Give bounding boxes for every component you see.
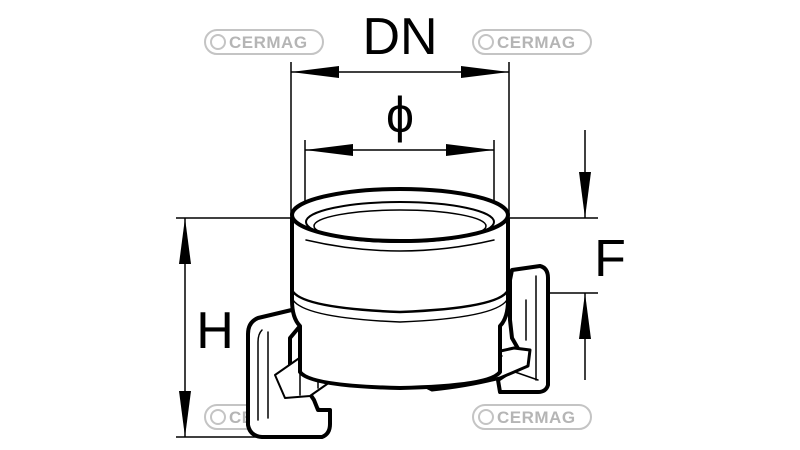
watermark-logo-icon <box>210 409 226 425</box>
coupling-part <box>246 187 550 439</box>
dn-label: DN <box>362 8 437 66</box>
dimension-arrowheads <box>179 66 591 437</box>
diameter-label: ϕ <box>386 87 414 143</box>
f-label: F <box>594 230 626 288</box>
watermark-logo-icon <box>478 34 494 50</box>
watermark-top-right: CERMAG <box>472 29 592 55</box>
watermark-top-left: CERMAG <box>204 29 324 55</box>
watermark-bottom-right: CERMAG <box>472 404 592 430</box>
watermark-logo-icon <box>210 34 226 50</box>
watermark-logo-icon <box>478 409 494 425</box>
watermark-text: CERMAG <box>497 408 576 427</box>
coupling-body <box>290 216 510 390</box>
watermark-text: CERMAG <box>497 33 576 52</box>
h-label: H <box>196 302 234 360</box>
watermark-text: CERMAG <box>229 33 308 52</box>
